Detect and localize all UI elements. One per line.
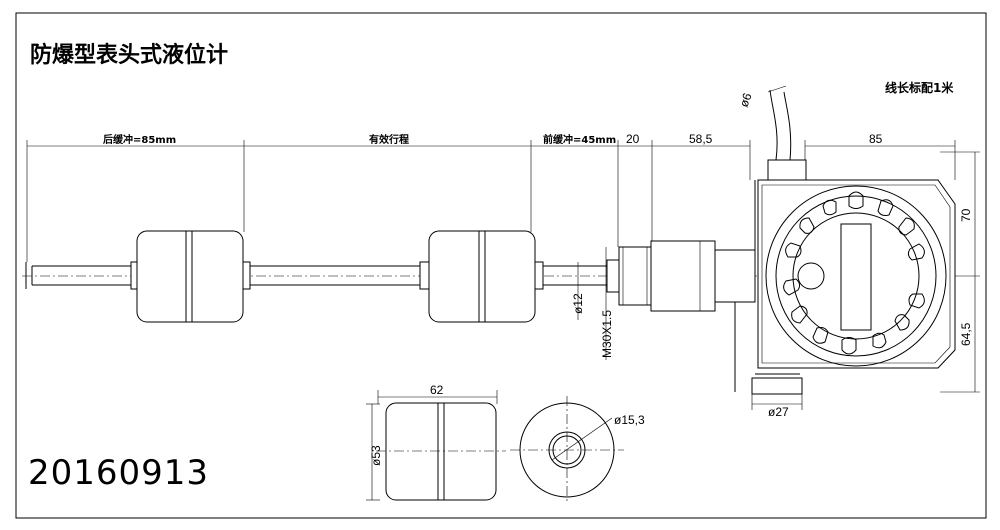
- dim-phi15-3: ø15,3: [614, 413, 645, 427]
- thread-fitting: [606, 240, 756, 312]
- drawing-frame: [15, 12, 987, 519]
- dim-62: 62: [430, 383, 444, 397]
- cable-length-note: 线长标配1米: [885, 80, 954, 95]
- dim-phi53: ø53: [369, 445, 383, 466]
- housing-neck: [734, 180, 803, 395]
- housing: [757, 179, 956, 369]
- cable: [767, 85, 807, 181]
- float-side-view: [376, 402, 506, 501]
- dim-rear-buffer: 后缓冲=85mm: [103, 133, 176, 146]
- dim-64-5: 64,5: [959, 322, 973, 346]
- dim-20: 20: [626, 132, 640, 146]
- dim-phi12: ø12: [571, 293, 585, 314]
- dim-effective-stroke: 有效行程: [369, 133, 409, 146]
- float-top-view: [510, 396, 624, 504]
- dim-70: 70: [959, 208, 973, 222]
- date-code: 20160913: [28, 453, 209, 493]
- dim-front-buffer: 前缓冲=45mm: [543, 133, 616, 146]
- float-1: [136, 230, 244, 323]
- drawing-title: 防爆型表头式液位计: [30, 42, 228, 68]
- dimension-lines: [26, 140, 980, 501]
- dim-58-5: 58,5: [689, 132, 713, 146]
- dim-phi27: ø27: [768, 405, 789, 419]
- dim-phi6: ø6: [737, 91, 755, 109]
- dim-thread: M30X1.5: [600, 310, 614, 358]
- dim-85: 85: [869, 132, 883, 146]
- float-2: [428, 230, 536, 323]
